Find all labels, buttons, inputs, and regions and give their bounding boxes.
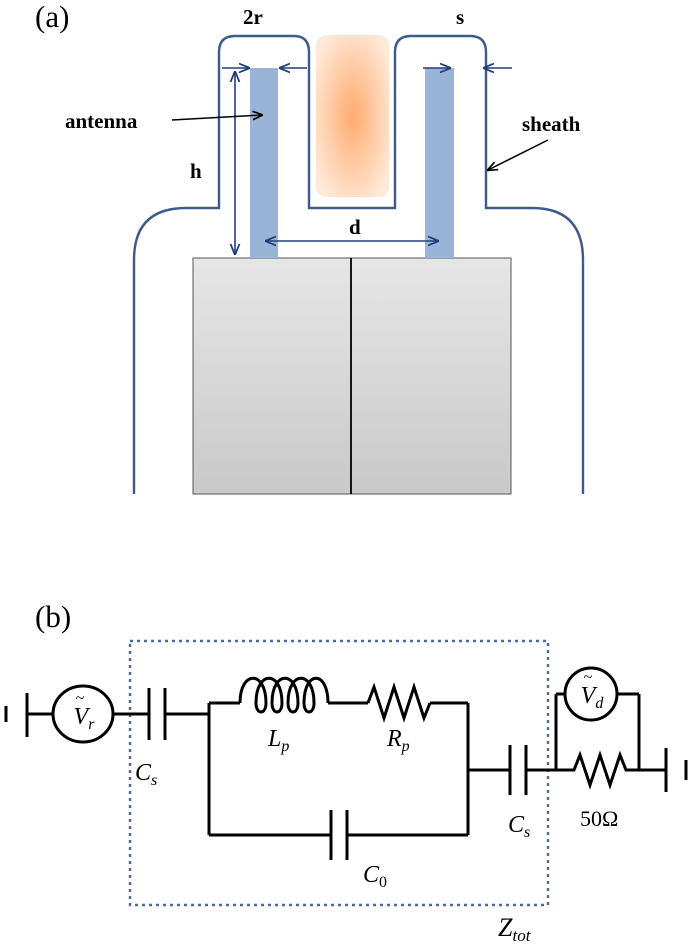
label-z-tot: Ztot bbox=[498, 913, 532, 945]
source-vr-circle bbox=[51, 684, 115, 744]
s-label: s bbox=[456, 5, 464, 29]
two-r-label: 2r bbox=[243, 5, 263, 29]
label-cs-left: Cs bbox=[135, 760, 157, 789]
substrate-block-left bbox=[192, 257, 352, 495]
resistor-rp bbox=[366, 682, 432, 723]
sheath-pointer bbox=[488, 139, 549, 170]
circuit-wires bbox=[4, 676, 688, 860]
source-vr-label: Vr bbox=[74, 704, 96, 733]
source-vr-tilde: ~ bbox=[76, 690, 85, 707]
plasma-region bbox=[316, 35, 389, 197]
antenna-label: antenna bbox=[65, 109, 138, 133]
inductor-coil bbox=[238, 676, 330, 714]
label-rp: Rp bbox=[386, 726, 410, 755]
substrate-block-right bbox=[350, 257, 512, 495]
label-cs-right: Cs bbox=[508, 812, 530, 841]
sheath-label: sheath bbox=[522, 112, 581, 136]
panel-a: (a) h d 2r s antenna sheath bbox=[35, 0, 585, 495]
meter-vd-circle bbox=[563, 666, 619, 722]
resistor-50-ohm bbox=[556, 750, 639, 790]
panel-a-label: (a) bbox=[35, 0, 69, 34]
sheath-boundary bbox=[132, 34, 585, 494]
antenna-left bbox=[250, 68, 278, 258]
label-lp: Lp bbox=[267, 726, 289, 755]
d-label: d bbox=[349, 215, 361, 239]
z-tot-box bbox=[128, 639, 550, 907]
meter-vd-label: Vd bbox=[581, 683, 605, 712]
meter-vd-tilde: ~ bbox=[584, 669, 593, 686]
label-50-ohm: 50Ω bbox=[580, 806, 618, 831]
h-label: h bbox=[190, 159, 202, 183]
antenna-right bbox=[425, 68, 454, 258]
label-c0: C0 bbox=[363, 862, 387, 891]
panel-b-label: (b) bbox=[35, 599, 71, 634]
panel-b: (b) bbox=[4, 599, 688, 945]
antenna-pointer bbox=[171, 115, 262, 121]
